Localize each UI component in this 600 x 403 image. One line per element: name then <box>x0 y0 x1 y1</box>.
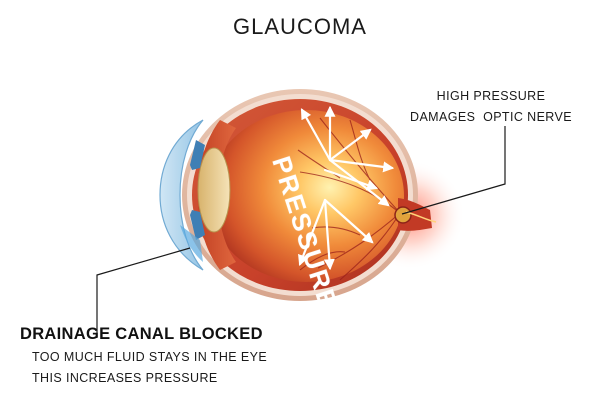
retinal-blood-vessels <box>297 117 401 281</box>
anterior-chamber <box>180 225 203 262</box>
drainage-canal-leader-line <box>96 247 191 338</box>
optic-nerve-leader-line <box>401 126 506 215</box>
optic-nerve-callout-line1: HIGH PRESSURE <box>436 89 546 103</box>
iris <box>190 140 205 240</box>
optic-nerve <box>394 198 437 231</box>
optic-nerve-callout: HIGH PRESSURE DAMAGES OPTIC NERVE <box>396 86 586 128</box>
pressure-arrows <box>298 105 395 271</box>
lens <box>197 147 231 233</box>
diagram-title: GLAUCOMA <box>233 14 367 39</box>
vitreous-body <box>208 110 404 282</box>
drainage-callout-heading: DRAINAGE CANAL BLOCKED <box>20 325 263 343</box>
drainage-callout-line1: TOO MUCH FLUID STAYS IN THE EYE <box>32 350 268 364</box>
drainage-callout: DRAINAGE CANAL BLOCKED TOO MUCH FLUID ST… <box>0 324 340 389</box>
drainage-callout-line2: THIS INCREASES PRESSURE <box>32 371 218 385</box>
optic-nerve-callout-line2: DAMAGES OPTIC NERVE <box>410 110 572 124</box>
cornea <box>159 119 204 271</box>
